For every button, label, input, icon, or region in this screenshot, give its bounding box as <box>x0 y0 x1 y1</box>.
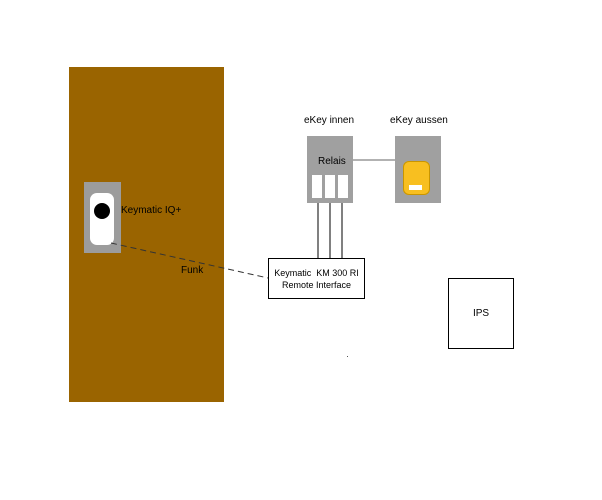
keymatic-knob-icon <box>94 203 110 219</box>
km300-line2: Remote Interface <box>281 279 352 290</box>
stray-dot <box>347 356 348 357</box>
funk-label: Funk <box>181 265 204 276</box>
ips-box: IPS <box>448 278 514 349</box>
relay-slot <box>325 175 335 198</box>
relais-label: Relais <box>318 156 346 167</box>
ekey-aussen-title: eKey aussen <box>390 115 448 126</box>
km300-line1: Keymatic KM 300 RI <box>274 267 359 278</box>
funk-link-line <box>110 242 269 279</box>
relay-slot <box>338 175 348 198</box>
fingerprint-sensor <box>409 185 422 190</box>
ips-label: IPS <box>472 308 490 319</box>
keymatic-face <box>90 193 114 245</box>
relay-slot <box>312 175 322 198</box>
keymatic-label: Keymatic IQ+ <box>121 205 182 216</box>
ekey-innen-title: eKey innen <box>304 115 355 126</box>
km300-interface-box: Keymatic KM 300 RI Remote Interface <box>268 258 365 299</box>
